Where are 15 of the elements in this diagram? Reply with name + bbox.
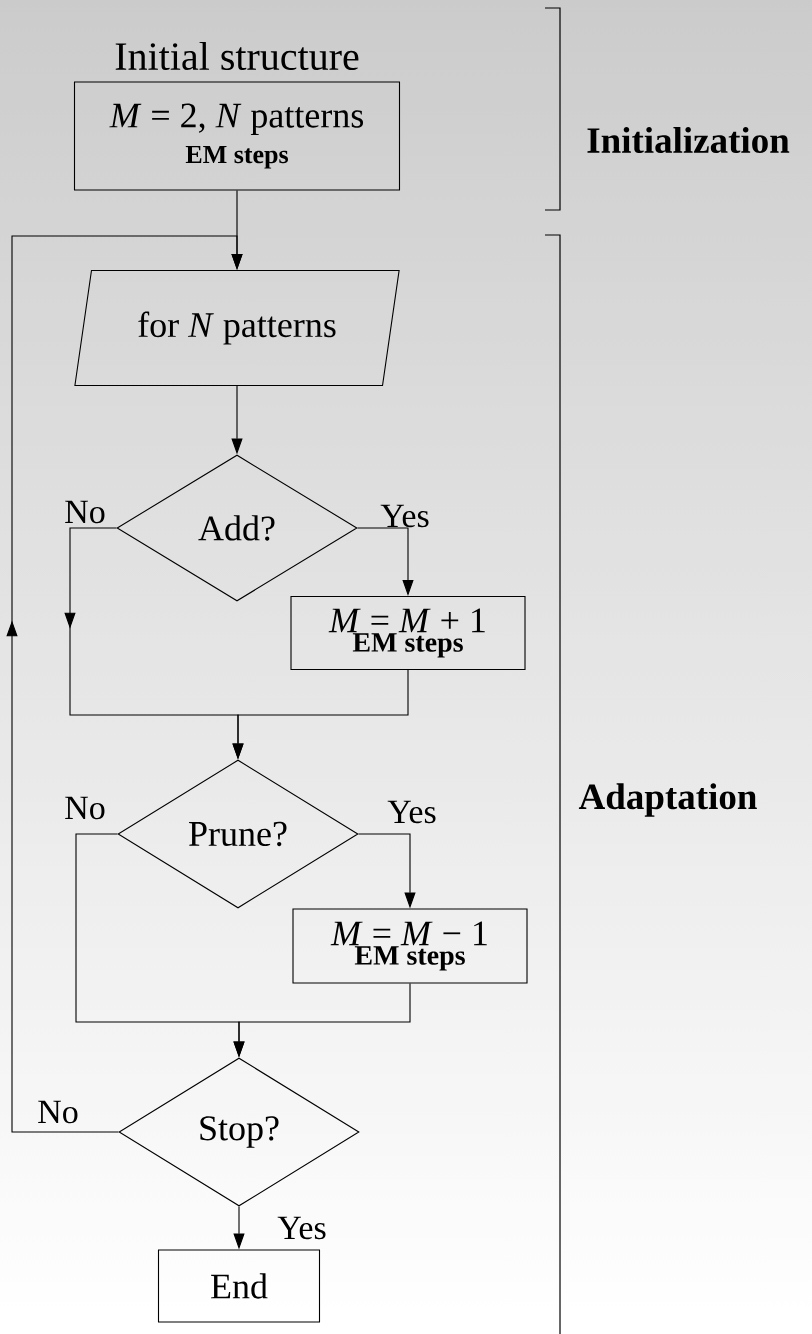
process-box: M = M − 1 EM steps: [292, 908, 528, 984]
process-box: M = M + 1 EM steps: [290, 595, 526, 671]
edge-label: No: [65, 796, 105, 820]
section-label: Initialization: [587, 127, 790, 153]
process-box: End: [157, 1249, 321, 1323]
node-heading: Initial structure: [115, 41, 359, 71]
process-box: M = 2, N patterns EM steps: [73, 81, 401, 191]
edge-label: No: [65, 500, 105, 524]
edge-label: Yes: [380, 504, 429, 528]
input-parallelogram: for N patterns: [74, 269, 400, 387]
edge-label: Yes: [387, 800, 436, 824]
edge-label: Yes: [277, 1216, 326, 1240]
edge-label: No: [38, 1100, 78, 1124]
section-label: Adaptation: [578, 783, 757, 817]
arrow: [6, 235, 243, 1133]
